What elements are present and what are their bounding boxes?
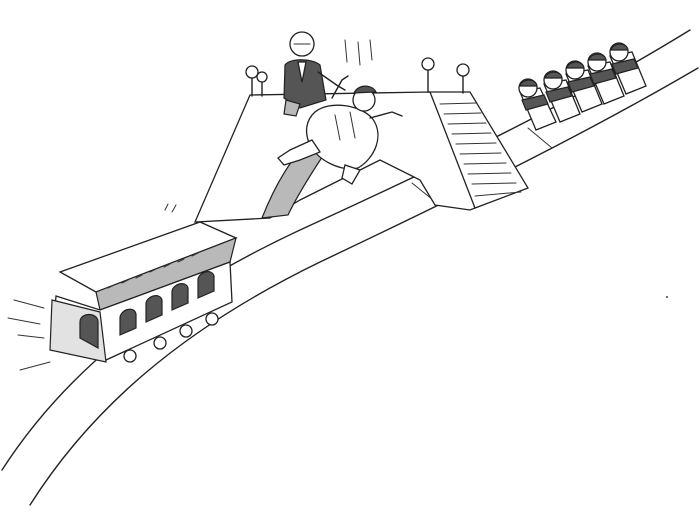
falling-man-leg-2 [341,164,361,185]
motion-lines [344,39,373,66]
shirt-front [297,61,307,83]
trolley-wheels [123,312,219,363]
tied-person [565,60,603,113]
lamp-post-left [245,65,268,97]
falling-man-arm [369,111,403,119]
falling-man [277,39,403,185]
falling-man-body [305,104,379,170]
lamp-post-right [421,57,470,94]
track-rail-inner [29,67,699,506]
people-on-track [518,42,647,131]
stray-dot [666,296,668,298]
tied-person [543,70,581,123]
trolley [7,203,238,371]
tied-person [518,78,557,131]
suit-jacket [283,59,327,109]
trolley-windows [79,271,215,350]
bridge-stairs [429,91,529,209]
tied-person [609,42,647,95]
trolley-roof-vents [107,252,199,289]
cap-icon [353,85,377,94]
tied-person [587,52,625,105]
man-pushing [283,31,346,117]
falling-man-leg [277,139,321,166]
speed-lines [7,299,51,371]
